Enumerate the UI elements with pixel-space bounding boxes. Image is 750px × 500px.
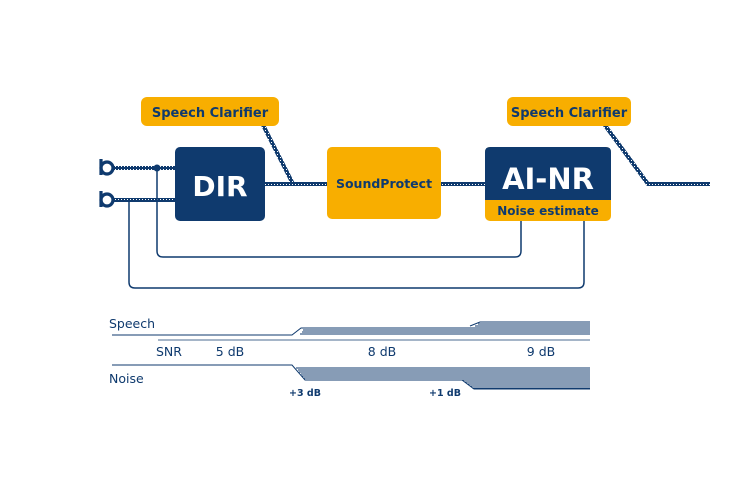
noise-level-lines [112,364,590,390]
ai-nr-label: AI-NR [502,162,594,196]
snr-stage-2: 8 dB [368,344,396,359]
feedback-paths [128,167,585,289]
snr-chart [112,321,590,390]
junction-dot [153,164,161,172]
gain-label-1: +3 dB [289,388,321,399]
snr-stage-3: 9 dB [527,344,555,359]
speech-level-lines [112,321,590,336]
microphone-bottom-icon [99,191,115,208]
sound-protect-block: SoundProtect [327,147,441,219]
dir-block: DIR [175,147,265,221]
noise-estimate-label: Noise estimate [497,204,598,218]
sound-protect-label: SoundProtect [336,176,432,191]
speech-clarifier-left-block: Speech Clarifier [141,97,279,126]
speech-clarifier-right-label: Speech Clarifier [511,106,628,121]
speech-label: Speech [109,316,155,331]
ai-nr-block: AI-NR Noise estimate [485,147,611,221]
dir-label: DIR [192,170,247,203]
speech-clarifier-right-block: Speech Clarifier [507,97,631,126]
snr-label: SNR [156,344,182,359]
microphone-top-icon [99,159,115,176]
speech-clarifier-left-label: Speech Clarifier [152,106,269,121]
gain-label-2: +1 dB [429,388,461,399]
noise-label: Noise [109,371,144,386]
snr-stage-1: 5 dB [216,344,244,359]
signal-wires [113,122,710,202]
